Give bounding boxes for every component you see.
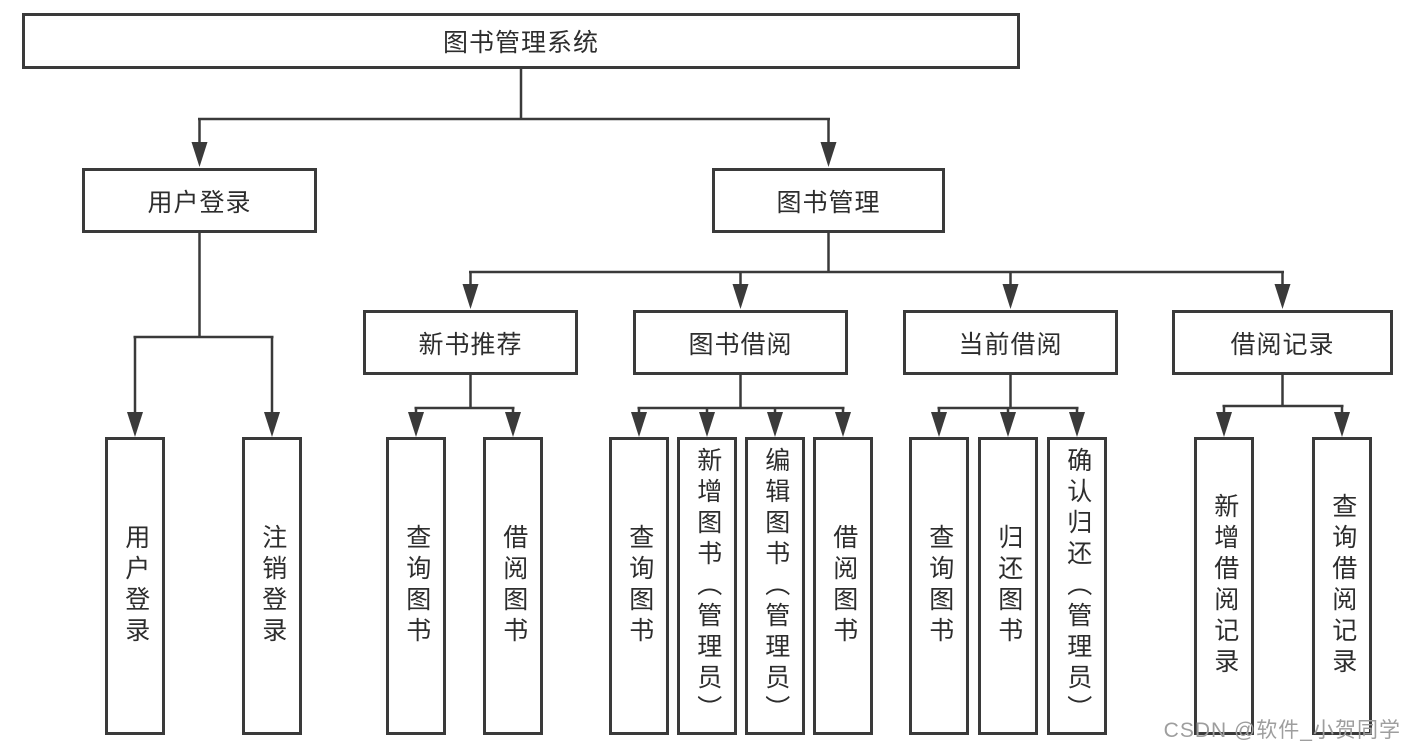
leaf-borrow-books-recommend: 借阅图书 [483, 437, 543, 735]
arrowhead-icon [732, 284, 749, 309]
node-label: 用户登录 [147, 188, 252, 217]
leaf-borrow-books: 借阅图书 [813, 437, 873, 735]
arrowhead-icon [1002, 284, 1019, 309]
leaf-return-book: 归还图书 [978, 437, 1038, 735]
node-user-login: 用户登录 [82, 168, 317, 233]
arrowhead-icon [1334, 412, 1350, 437]
node-label: 归还图书 [994, 524, 1023, 648]
leaf-user-login: 用户登录 [105, 437, 165, 735]
node-label: 图书管理 [776, 188, 881, 217]
node-label: 注销登录 [258, 524, 287, 648]
arrowhead-icon [191, 142, 208, 167]
watermark: CSDN @软件_小贺同学 [1163, 719, 1401, 742]
leaf-query-books-borrowing: 查询图书 [609, 437, 669, 735]
arrowhead-icon [264, 412, 280, 437]
node-current-borrowing: 当前借阅 [903, 310, 1118, 375]
node-label: 新增图书（管理员） [693, 446, 722, 726]
node-new-book-recommend: 新书推荐 [363, 310, 578, 375]
arrowhead-icon [1000, 412, 1016, 437]
node-label: 用户登录 [121, 524, 150, 648]
leaf-query-books-recommend: 查询图书 [386, 437, 446, 735]
arrowhead-icon [820, 142, 837, 167]
node-label: 借阅图书 [499, 524, 528, 648]
leaf-logout: 注销登录 [242, 437, 302, 735]
arrowhead-icon [931, 412, 947, 437]
leaf-query-books-current: 查询图书 [909, 437, 969, 735]
leaf-edit-book-admin: 编辑图书（管理员） [745, 437, 805, 735]
node-label: 图书管理系统 [442, 29, 599, 57]
node-label: 查询借阅记录 [1328, 493, 1357, 679]
arrowhead-icon [1216, 412, 1232, 437]
node-book-management: 图书管理 [712, 168, 945, 233]
node-library-management-system: 图书管理系统 [22, 13, 1020, 69]
arrowhead-icon [699, 412, 715, 437]
arrowhead-icon [767, 412, 783, 437]
arrowhead-icon [631, 412, 647, 437]
node-book-borrowing: 图书借阅 [633, 310, 848, 375]
node-label: 图书借阅 [688, 330, 793, 359]
node-label: 新增借阅记录 [1210, 493, 1239, 679]
arrowhead-icon [408, 412, 424, 437]
arrowhead-icon [127, 412, 143, 437]
leaf-query-borrow-record: 查询借阅记录 [1312, 437, 1372, 735]
leaf-confirm-return-admin: 确认归还（管理员） [1047, 437, 1107, 735]
node-label: 借阅记录 [1230, 330, 1335, 359]
node-label: 编辑图书（管理员） [761, 446, 790, 726]
node-label: 查询图书 [625, 524, 654, 648]
arrowhead-icon [835, 412, 851, 437]
node-borrow-records: 借阅记录 [1172, 310, 1393, 375]
node-label: 确认归还（管理员） [1063, 446, 1092, 726]
node-label: 查询图书 [402, 524, 431, 648]
leaf-add-borrow-record: 新增借阅记录 [1194, 437, 1254, 735]
leaf-add-book-admin: 新增图书（管理员） [677, 437, 737, 735]
node-label: 借阅图书 [829, 524, 858, 648]
arrowhead-icon [1274, 284, 1291, 309]
node-label: 查询图书 [925, 524, 954, 648]
arrowhead-icon [1069, 412, 1085, 437]
node-label: 新书推荐 [418, 330, 523, 359]
node-label: 当前借阅 [958, 330, 1063, 359]
arrowhead-icon [505, 412, 521, 437]
arrowhead-icon [462, 284, 479, 309]
